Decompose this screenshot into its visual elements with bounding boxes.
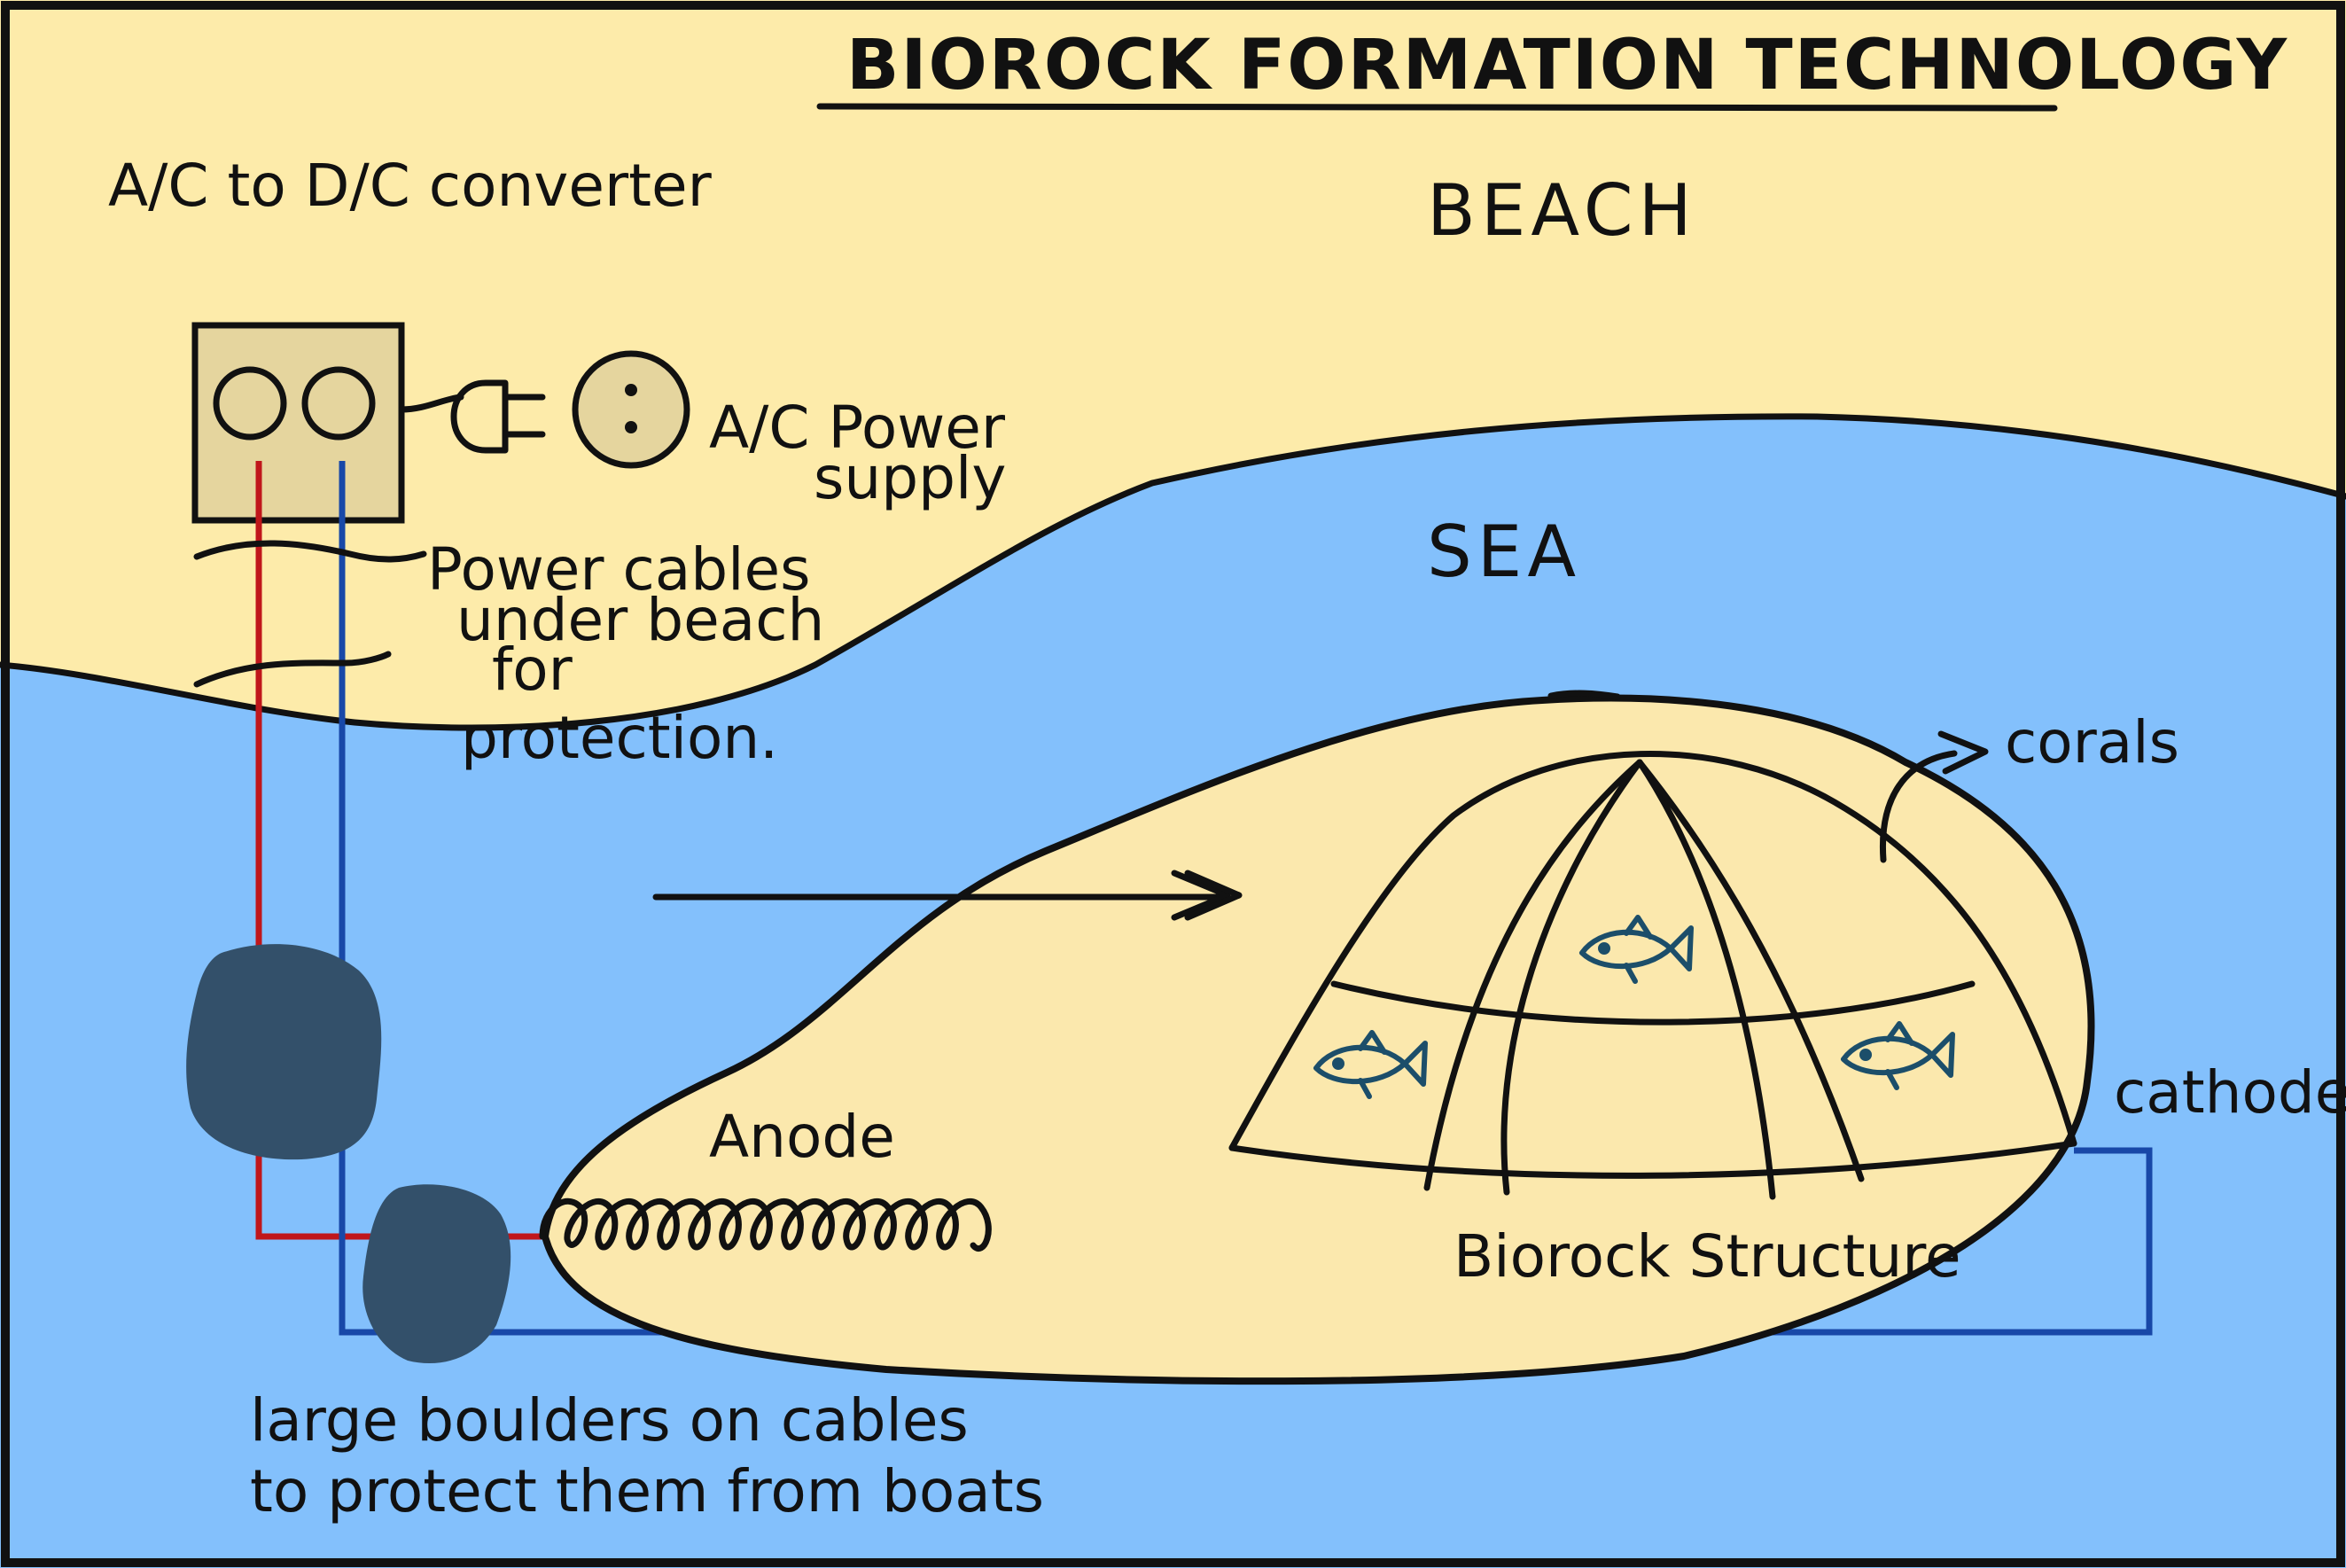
power-supply-label-line1: A/C Power — [709, 394, 1006, 462]
power-supply-label-line2: supply — [814, 444, 1006, 512]
plug-icon — [398, 379, 546, 454]
boulder-icon — [362, 1184, 511, 1364]
cables-label-line3: for — [492, 636, 573, 704]
boulders-label-line2: to protect them from boats — [250, 1457, 1044, 1525]
buried-cable-mark — [193, 651, 392, 688]
title-underline — [816, 103, 2058, 112]
boulder-icon — [186, 944, 382, 1160]
converter-terminal-negative — [301, 366, 376, 441]
socket-icon — [572, 350, 690, 469]
fish-icon — [1841, 1021, 1955, 1090]
beach-label: BEACH — [1427, 169, 1697, 252]
coil-icon — [539, 1197, 992, 1252]
corals-pointer — [1879, 750, 1958, 863]
sea-label: SEA — [1427, 511, 1581, 593]
diagram-title: BIOROCK FORMATION TECHNOLOGY — [846, 26, 2288, 105]
converter-terminal-positive — [213, 366, 287, 441]
cables-label-line4: protection. — [461, 704, 778, 772]
buried-cable-mark — [193, 540, 427, 563]
arrow-icon — [652, 870, 1243, 921]
cables-label-line2: under beach — [456, 586, 824, 654]
biorock-dome-frame — [1228, 751, 2077, 1200]
fish-icon — [1313, 1030, 1428, 1099]
corals-label: corals — [2005, 708, 2179, 776]
cathode-label: cathode — [2114, 1058, 2346, 1127]
shoreline — [0, 413, 2346, 731]
cables-label-line1: Power cables — [427, 535, 810, 604]
biorock-mound — [542, 694, 2095, 1385]
anode-label: Anode — [709, 1103, 895, 1171]
fish-icon — [1579, 915, 1694, 984]
corals-pointer-head — [1937, 730, 1989, 775]
converter-label: A/C to D/C converter — [108, 152, 713, 220]
structure-label: Biorock Structure — [1454, 1222, 1961, 1291]
boulders-label-line1: large boulders on cables — [250, 1386, 969, 1455]
mound-peak-mark — [1547, 690, 1621, 700]
